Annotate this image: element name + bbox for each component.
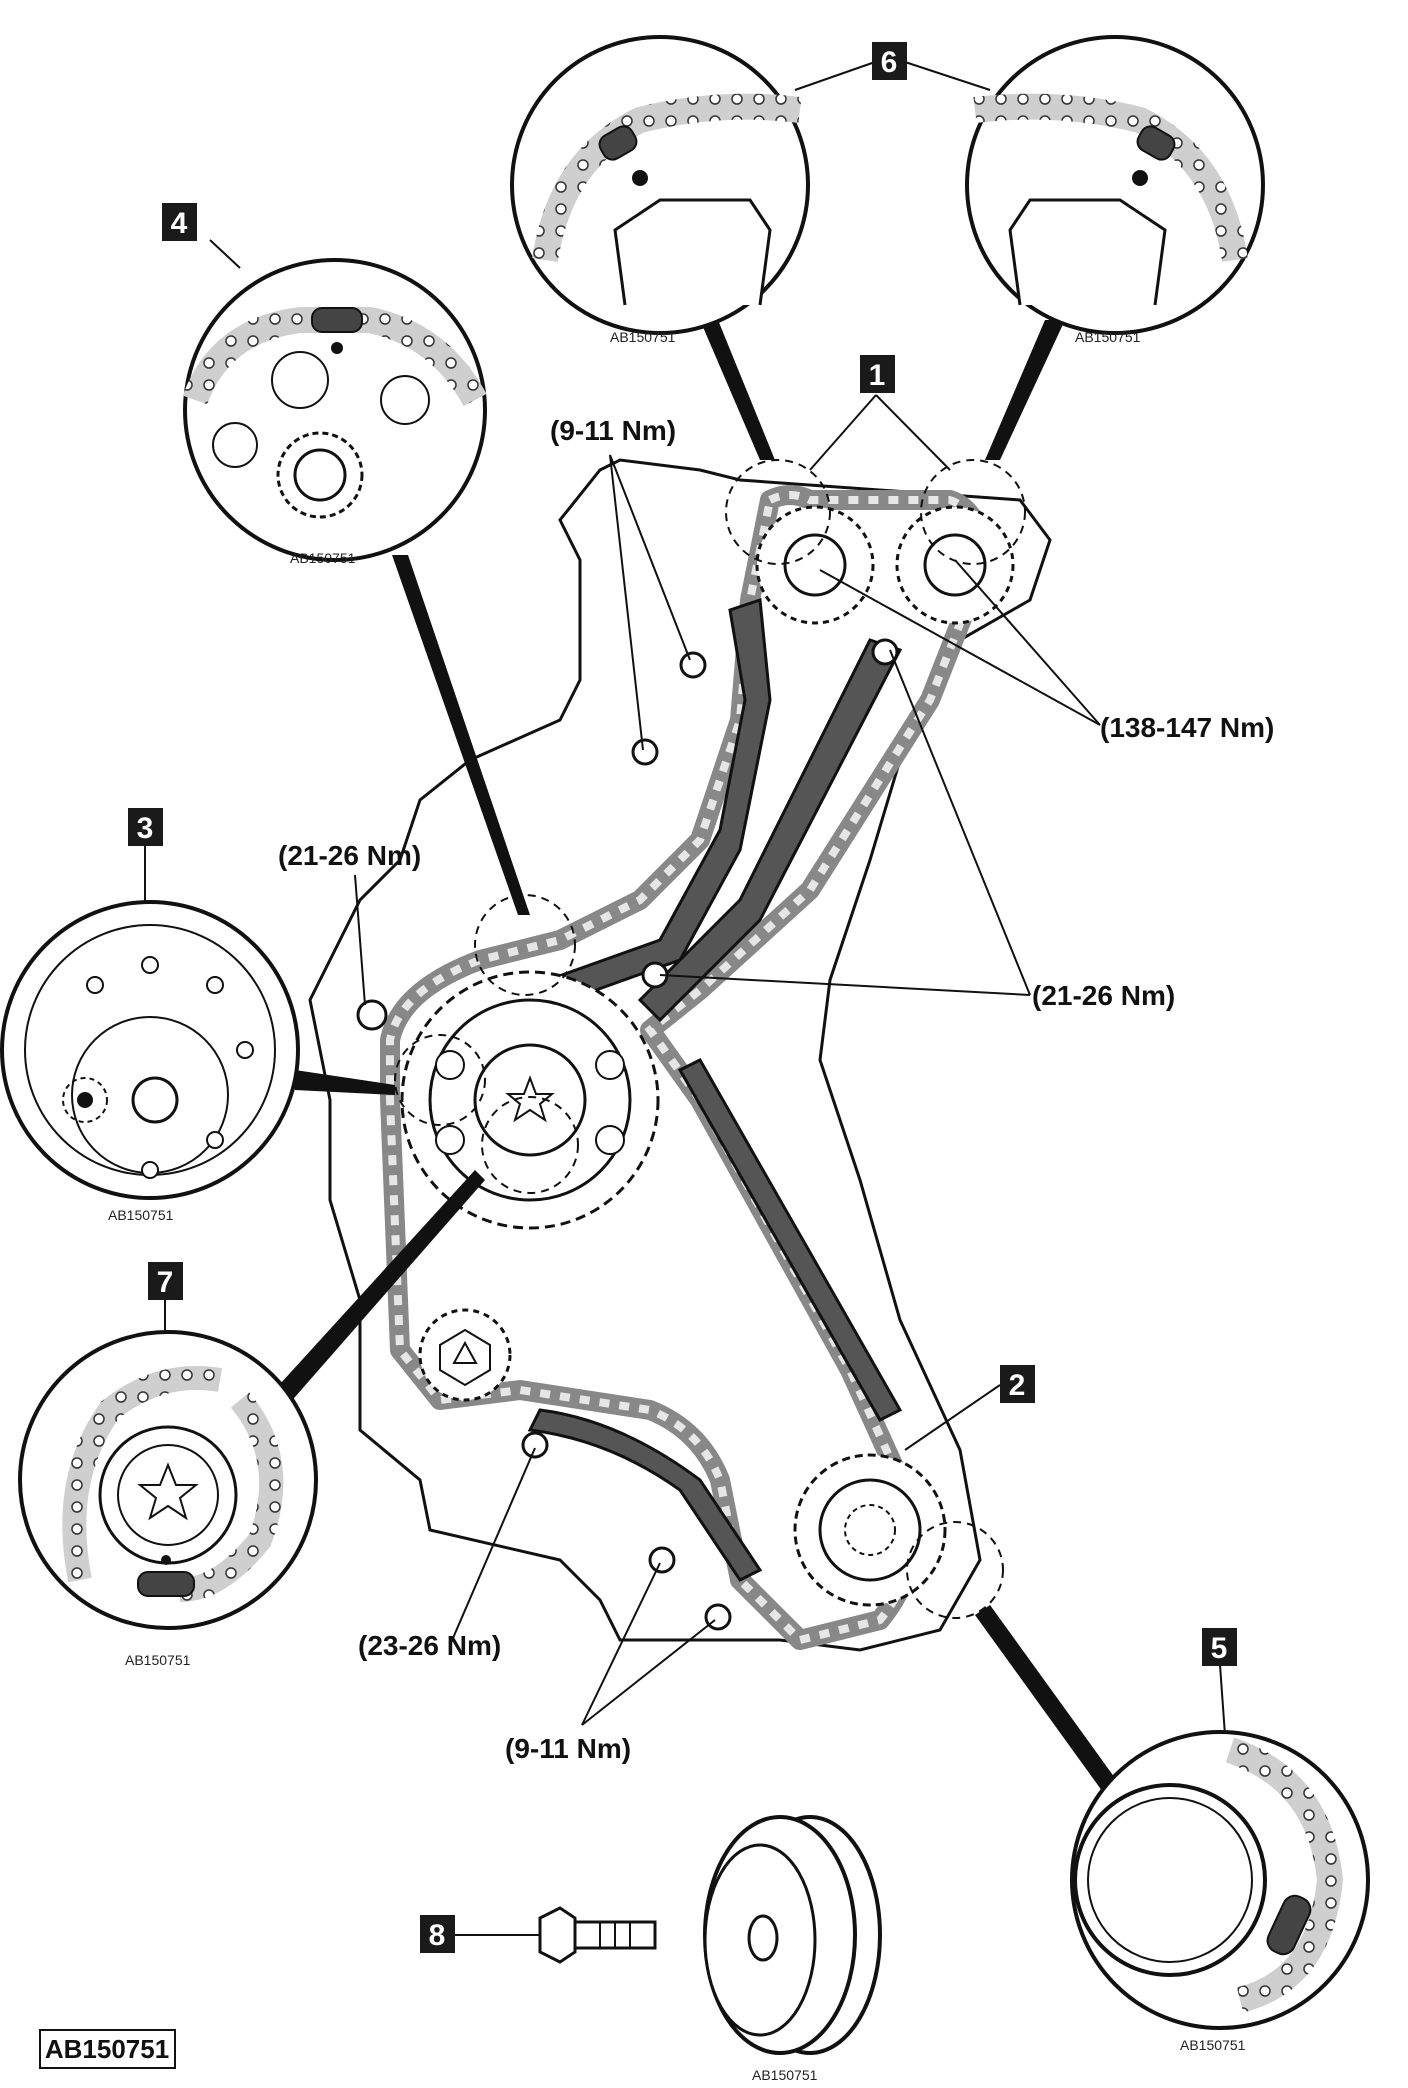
torque-guide-upper: (9-11 Nm) bbox=[550, 415, 676, 446]
torque-tensioner-arm-left: (21-26 Nm) bbox=[278, 840, 421, 871]
timing-chain-links bbox=[386, 491, 990, 1645]
torque-lower-tensioner: (9-11 Nm) bbox=[505, 1733, 631, 1764]
bolt-guide-upper-a bbox=[679, 651, 707, 679]
torque-leader-lines bbox=[354, 454, 1101, 1726]
detail-5-ref: AB150751 bbox=[1180, 2037, 1246, 2053]
leader-wedge-7 bbox=[270, 1170, 485, 1405]
callout-1: 1 bbox=[860, 355, 895, 393]
svg-text:5: 5 bbox=[1211, 1632, 1228, 1665]
detail-7-ref: AB150751 bbox=[125, 1652, 191, 1668]
torque-lower-guide: (23-26 Nm) bbox=[358, 1630, 501, 1661]
svg-text:2: 2 bbox=[1009, 1369, 1026, 1402]
svg-text:AB150751: AB150751 bbox=[45, 2034, 169, 2064]
lower-left-guide bbox=[527, 1408, 763, 1582]
callout-2: 2 bbox=[1000, 1365, 1035, 1403]
svg-text:4: 4 bbox=[171, 207, 188, 240]
svg-text:3: 3 bbox=[137, 812, 154, 845]
callout-8: 8 bbox=[420, 1915, 455, 1953]
right-tensioner-guide bbox=[637, 638, 903, 1023]
detail-3-ref: AB150751 bbox=[108, 1207, 174, 1223]
crankshaft-pulley bbox=[703, 1815, 882, 2055]
leader-line-6-right bbox=[904, 61, 991, 91]
crankshaft-sprocket bbox=[793, 1453, 947, 1607]
torque-camshaft: (138-147 Nm) bbox=[1100, 712, 1274, 743]
crank-pulley-bolt bbox=[538, 1906, 657, 1964]
detail-7 bbox=[18, 1330, 318, 1630]
crank-alignment-ring bbox=[906, 1521, 1004, 1619]
engine-block-outline bbox=[308, 458, 1052, 1652]
svg-text:1: 1 bbox=[869, 359, 886, 392]
leader-line-2 bbox=[904, 1384, 1001, 1451]
leader-line-6-left bbox=[794, 61, 876, 91]
cam-alignment-ring-right bbox=[920, 459, 1026, 565]
detail-6-right-ref: AB150751 bbox=[1075, 329, 1141, 345]
intermediate-gear bbox=[400, 970, 660, 1230]
leader-line-1-right bbox=[875, 394, 951, 471]
alignment-ring-center bbox=[481, 1096, 579, 1194]
callout-6: 6 bbox=[872, 42, 907, 80]
svg-text:7: 7 bbox=[157, 1266, 174, 1299]
leader-wedge-4 bbox=[392, 555, 530, 915]
callout-3: 3 bbox=[128, 808, 163, 846]
svg-text:8: 8 bbox=[429, 1919, 446, 1952]
leader-wedge-6-left bbox=[700, 320, 775, 460]
bolt-tensioner-a bbox=[648, 1546, 676, 1574]
torque-tensioner-guide-right: (21-26 Nm) bbox=[1032, 980, 1175, 1011]
intake-camshaft-sprocket bbox=[755, 505, 875, 625]
leader-line-4 bbox=[209, 239, 241, 269]
detail-4 bbox=[182, 258, 487, 562]
detail-6-left-ref: AB150751 bbox=[610, 329, 676, 345]
bolt-lower-guide bbox=[521, 1431, 549, 1459]
detail-6-left bbox=[510, 35, 810, 335]
bolt-guide-upper-b bbox=[631, 738, 659, 766]
cam-alignment-ring-left bbox=[725, 459, 831, 565]
leader-wedge-6-right bbox=[985, 320, 1065, 460]
detail-4-ref: AB150751 bbox=[290, 550, 356, 566]
oil-pump-sprocket bbox=[418, 1308, 512, 1402]
callout-5: 5 bbox=[1202, 1628, 1237, 1666]
callout-7: 7 bbox=[148, 1262, 183, 1300]
bolt-right-guide-top bbox=[871, 638, 899, 666]
alignment-ring-upper-guide bbox=[474, 894, 576, 996]
leader-wedge-3 bbox=[295, 1070, 395, 1095]
detail-6-right bbox=[965, 35, 1265, 335]
alignment-ring-center-left bbox=[394, 1034, 486, 1126]
callout-4: 4 bbox=[162, 203, 197, 241]
pulley-ref: AB150751 bbox=[752, 2067, 818, 2083]
detail-3 bbox=[0, 900, 300, 1200]
bolt-tensioner-arm bbox=[356, 999, 388, 1031]
figure-id-box: AB150751 bbox=[39, 2029, 176, 2069]
leader-line-5 bbox=[1219, 1664, 1226, 1736]
detail-5 bbox=[1070, 1730, 1370, 2030]
leader-line-1-left bbox=[809, 394, 877, 471]
svg-text:6: 6 bbox=[881, 46, 898, 79]
leader-wedge-5 bbox=[975, 1605, 1120, 1795]
lower-right-guide bbox=[677, 1058, 903, 1422]
